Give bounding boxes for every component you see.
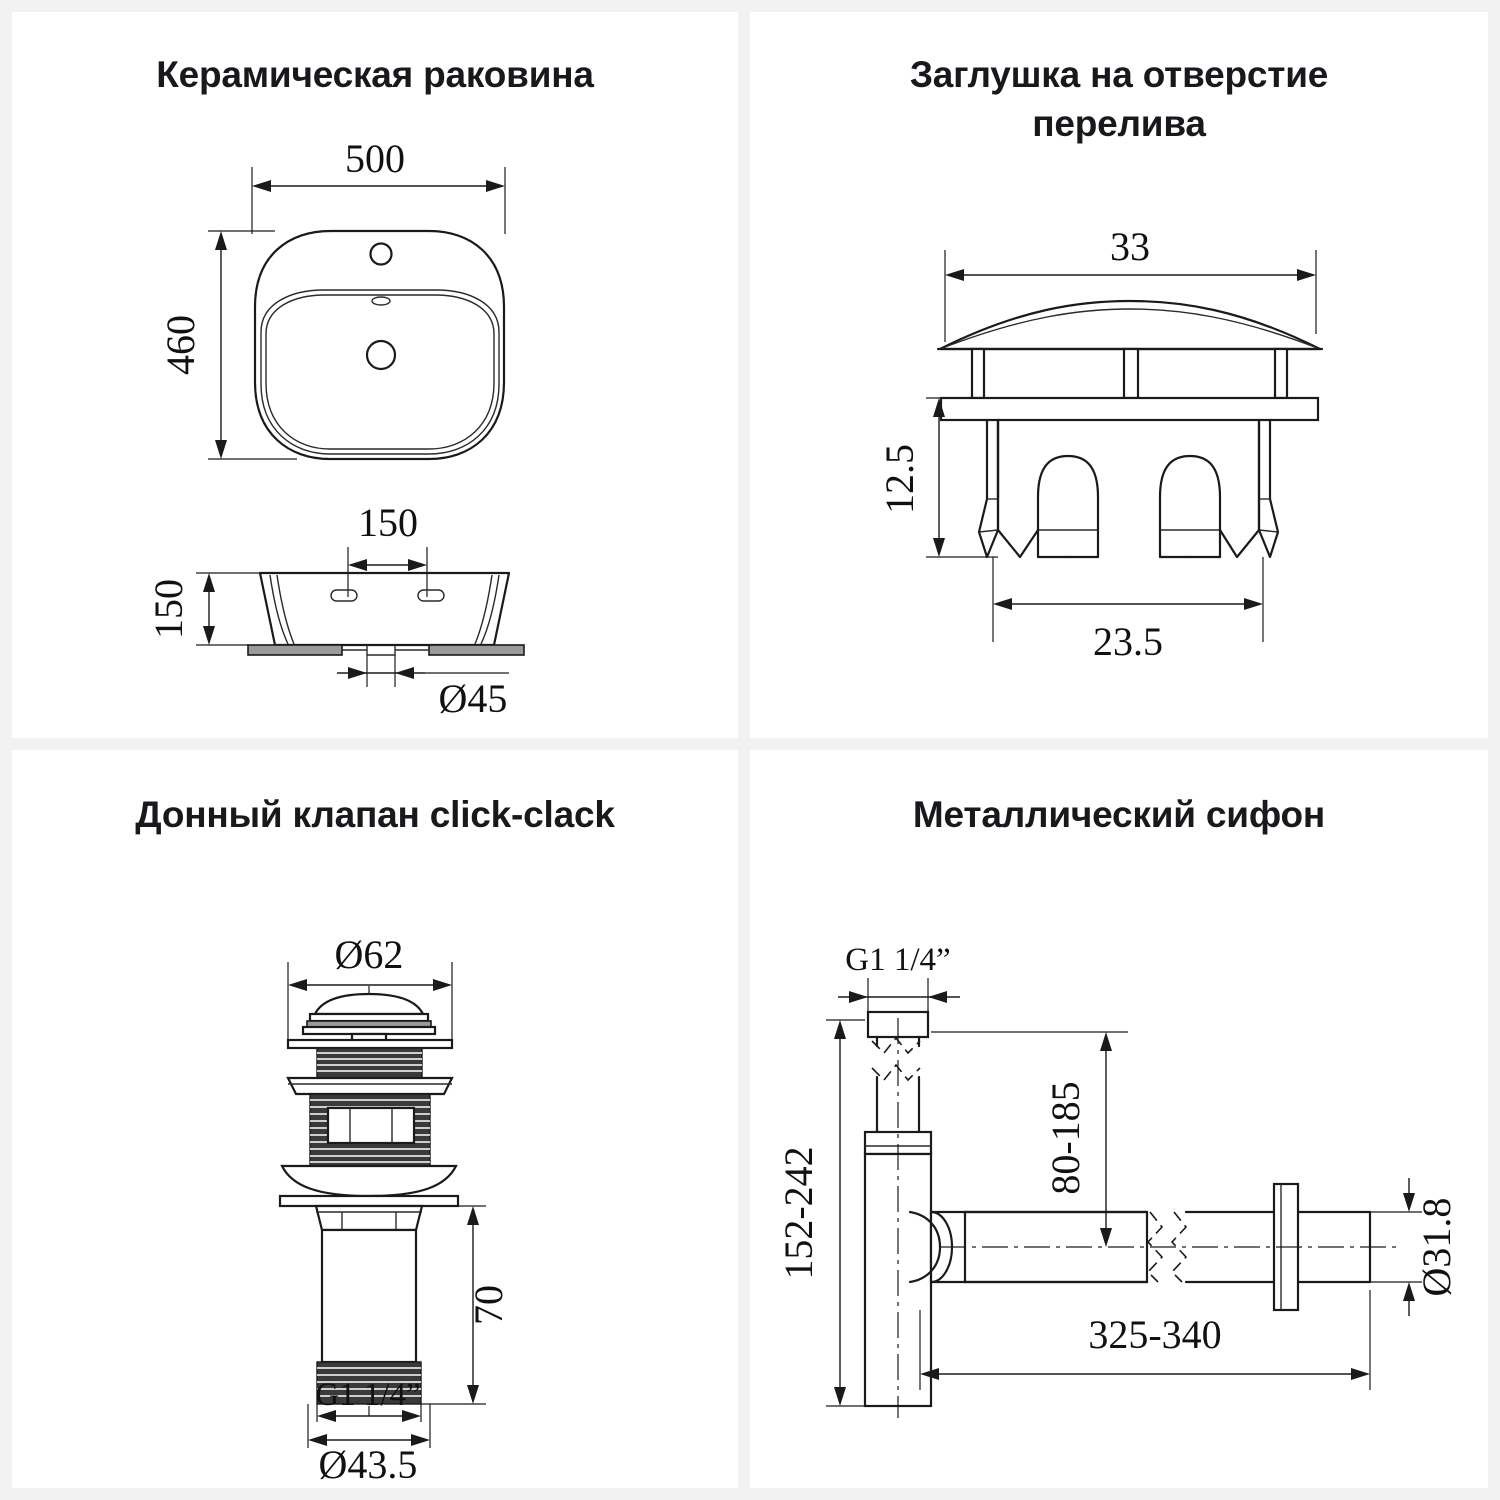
valve-mid-flange [286,1076,454,1096]
dim-total-height [834,1020,846,1406]
dim-label-pipe-diameter: Ø31.8 [1414,1198,1459,1297]
drawing-click-clack-valve: Ø62 70 G1 1/4” Ø43.5 [278,932,511,1487]
countertop-left [247,644,343,656]
dim-height-150 [203,573,215,645]
panel-click-clack-valve: Донный клапан click-clack [12,750,738,1488]
plug-dome-cap [939,299,1321,351]
valve-collar [314,1204,424,1232]
dim-label-body-diameter: 23.5 [1093,619,1163,664]
drain-stub-side-view [366,645,396,656]
panel-metal-siphon: Металлический сифон [750,750,1488,1488]
dim-label-body-length: 70 [466,1285,511,1325]
dim-label-tap-spacing: 150 [358,500,418,545]
overflow-slot-top-view [371,296,391,306]
plug-post-left [970,347,986,400]
plug-post-center [1122,347,1140,400]
dim-label-width: 500 [345,136,405,181]
dim-label-thread-diameter: Ø43.5 [319,1442,418,1487]
dim-label-height: 150 [146,579,191,639]
dim-body-diameter-235 [993,598,1263,610]
panel-title-ceramic-basin: Керамическая раковина [156,54,594,95]
panel-ceramic-basin: Керамическая раковина [12,12,738,738]
siphon-break-upper [871,1036,921,1055]
plug-flange [939,396,1320,422]
panel-title-overflow-plug: Заглушка на отверстие перелива [909,54,1329,144]
panel-overflow-plug: Заглушка на отверстие перелива [750,12,1488,738]
dim-label-total-height: 152-242 [776,1146,821,1279]
drawing-overflow-plug: 33 12.5 23.5 [877,224,1324,664]
plug-post-right [1273,347,1289,400]
dim-label-depth: 460 [158,315,203,375]
dim-label-body-height: 12.5 [877,444,922,514]
countertop-right [428,644,525,656]
drawing-ceramic-basin: 500 460 150 150 Ø45 [146,136,525,721]
drawing-metal-siphon: G1 1/4” 152-242 80-185 325-340 Ø31.8 [776,942,1459,1418]
dim-body-length-70 [467,1206,479,1404]
dim-label-inlet-thread: G1 1/4” [845,942,950,978]
dim-cap-diameter-33 [945,269,1316,281]
valve-top-plate [286,1038,454,1050]
faucet-hole-top-view [369,242,393,266]
dim-outlet-length [920,1368,1370,1380]
dim-inlet-thread [838,991,960,1003]
dim-label-thread-size: G1 1/4” [315,1377,420,1413]
valve-bottom-thread [316,1361,422,1405]
dim-label-cap-diameter: Ø62 [335,932,404,977]
siphon-break-lower [871,1063,921,1082]
dim-label-drain-diameter: Ø45 [439,676,508,721]
dim-thread-size [317,1410,421,1422]
valve-tube-body [320,1228,418,1364]
dim-outlet-height [1100,1032,1112,1247]
tap-slot-right [417,589,445,602]
dim-cap-diameter-62 [288,979,452,991]
dim-tap-spacing-150 [348,559,427,571]
valve-cap-dome [313,992,425,1016]
drain-hole-top-view [365,339,397,371]
valve-lower-skirt [280,1164,458,1198]
dim-drain-d45 [337,667,509,679]
dim-label-cap-diameter: 33 [1110,224,1150,269]
dim-pipe-diameter [1403,1178,1415,1316]
dim-thread-diameter-435 [308,1434,430,1446]
panel-title-metal-siphon: Металлический сифон [912,794,1326,835]
valve-overflow-window [326,1106,416,1145]
tap-slot-left [330,589,358,602]
dim-depth-460 [215,231,227,459]
panel-title-click-clack-valve: Донный клапан click-clack [135,794,615,835]
dim-label-outlet-length: 325-340 [1088,1312,1221,1357]
dim-width-500 [252,180,505,192]
dim-body-height-125 [933,398,945,557]
dim-label-outlet-height: 80-185 [1043,1081,1088,1194]
